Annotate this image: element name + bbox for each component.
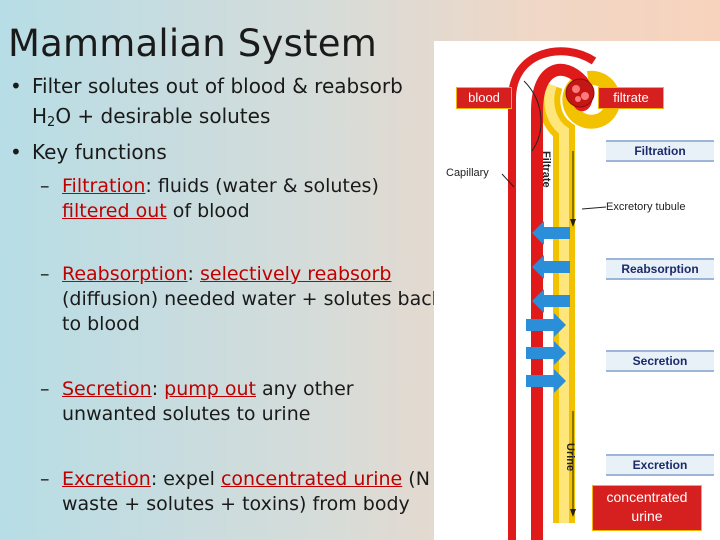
tubule-pointer	[581, 206, 607, 210]
pump-out-text: pump out	[164, 378, 256, 400]
capillary-outer	[508, 47, 597, 540]
filtrate-label: filtrate	[598, 87, 664, 109]
function-excretion-line2: waste + solutes + toxins) from body	[62, 493, 410, 515]
tubule-lumen	[544, 83, 569, 523]
reabsorption-colon: :	[187, 263, 200, 285]
filtrate-flow-arrowhead	[570, 219, 576, 227]
filtered-out-text: filtered out	[62, 200, 167, 222]
bullet-rest: O + desirable solutes	[55, 104, 271, 128]
secretion-colon: :	[151, 378, 165, 400]
nephron-svg	[501, 47, 621, 540]
function-reabsorption-line3: to blood	[62, 313, 140, 335]
function-filtration-line2: filtered out of blood	[62, 199, 250, 223]
bullet-marker: •	[10, 140, 22, 164]
stage-secretion: Secretion	[606, 350, 714, 372]
filtrate-vertical-label: Filtrate	[540, 151, 552, 188]
slide-title: Mammalian System	[8, 22, 377, 65]
function-secretion-line2: unwanted solutes to urine	[62, 403, 311, 425]
filtration-bracket	[523, 80, 542, 152]
function-secretion: –Secretion: pump out any other	[40, 378, 354, 400]
glomerulus-shape	[565, 78, 595, 108]
filtration-desc-2: of blood	[166, 200, 250, 222]
nephron-diagram: blood filtrate concentrated urine Capill…	[434, 41, 720, 540]
term-filtration: Filtration	[62, 175, 146, 197]
glomerulus-loop	[581, 92, 589, 100]
term-excretion: Excretion	[62, 468, 151, 490]
secretion-arrows	[526, 313, 566, 393]
stage-filtration: Filtration	[606, 140, 714, 162]
reabsorption-arrows	[532, 221, 570, 313]
concentrated-urine-label: concentrated urine	[592, 485, 702, 531]
h-symbol: H	[32, 104, 48, 128]
subscript-2: 2	[47, 115, 56, 130]
filtration-desc: : fluids (water & solutes)	[145, 175, 379, 197]
stage-excretion: Excretion	[606, 454, 714, 476]
bullet-text-line2: H2O + desirable solutes	[32, 103, 270, 129]
function-reabsorption: –Reabsorption: selectively reabsorb	[40, 263, 392, 285]
glomerulus-loop	[572, 85, 580, 93]
excretion-desc-2: (N	[402, 468, 430, 490]
concentrated-urine-text: concentrated urine	[220, 468, 403, 490]
urine-vertical-label: Urine	[564, 443, 576, 472]
function-excretion: –Excretion: expel concentrated urine (N	[40, 468, 430, 490]
capillary-label: Capillary	[446, 167, 489, 179]
stage-reabsorption: Reabsorption	[606, 258, 714, 280]
concentrated-line: concentrated	[606, 489, 688, 505]
function-filtration: –Filtration: fluids (water & solutes)	[40, 175, 379, 197]
secretion-desc: any other	[255, 378, 354, 400]
excretory-tubule-label: Excretory tubule	[606, 201, 686, 213]
term-secretion: Secretion	[62, 378, 152, 400]
function-reabsorption-line2: (diffusion) needed water + solutes back	[62, 288, 443, 310]
glomerulus-loop	[575, 96, 581, 102]
bullet-text: Filter solutes out of blood & reabsorb	[32, 74, 403, 98]
bullet-marker: •	[10, 74, 22, 98]
capillary-pointer	[501, 173, 515, 188]
blood-label: blood	[456, 87, 512, 109]
urine-line: urine	[631, 508, 663, 524]
urine-flow-arrowhead	[570, 509, 576, 517]
excretion-desc: : expel	[150, 468, 221, 490]
bullet-text: Key functions	[32, 140, 167, 164]
term-reabsorption: Reabsorption	[62, 263, 188, 285]
selectively-reabsorb-text: selectively reabsorb	[200, 263, 392, 285]
